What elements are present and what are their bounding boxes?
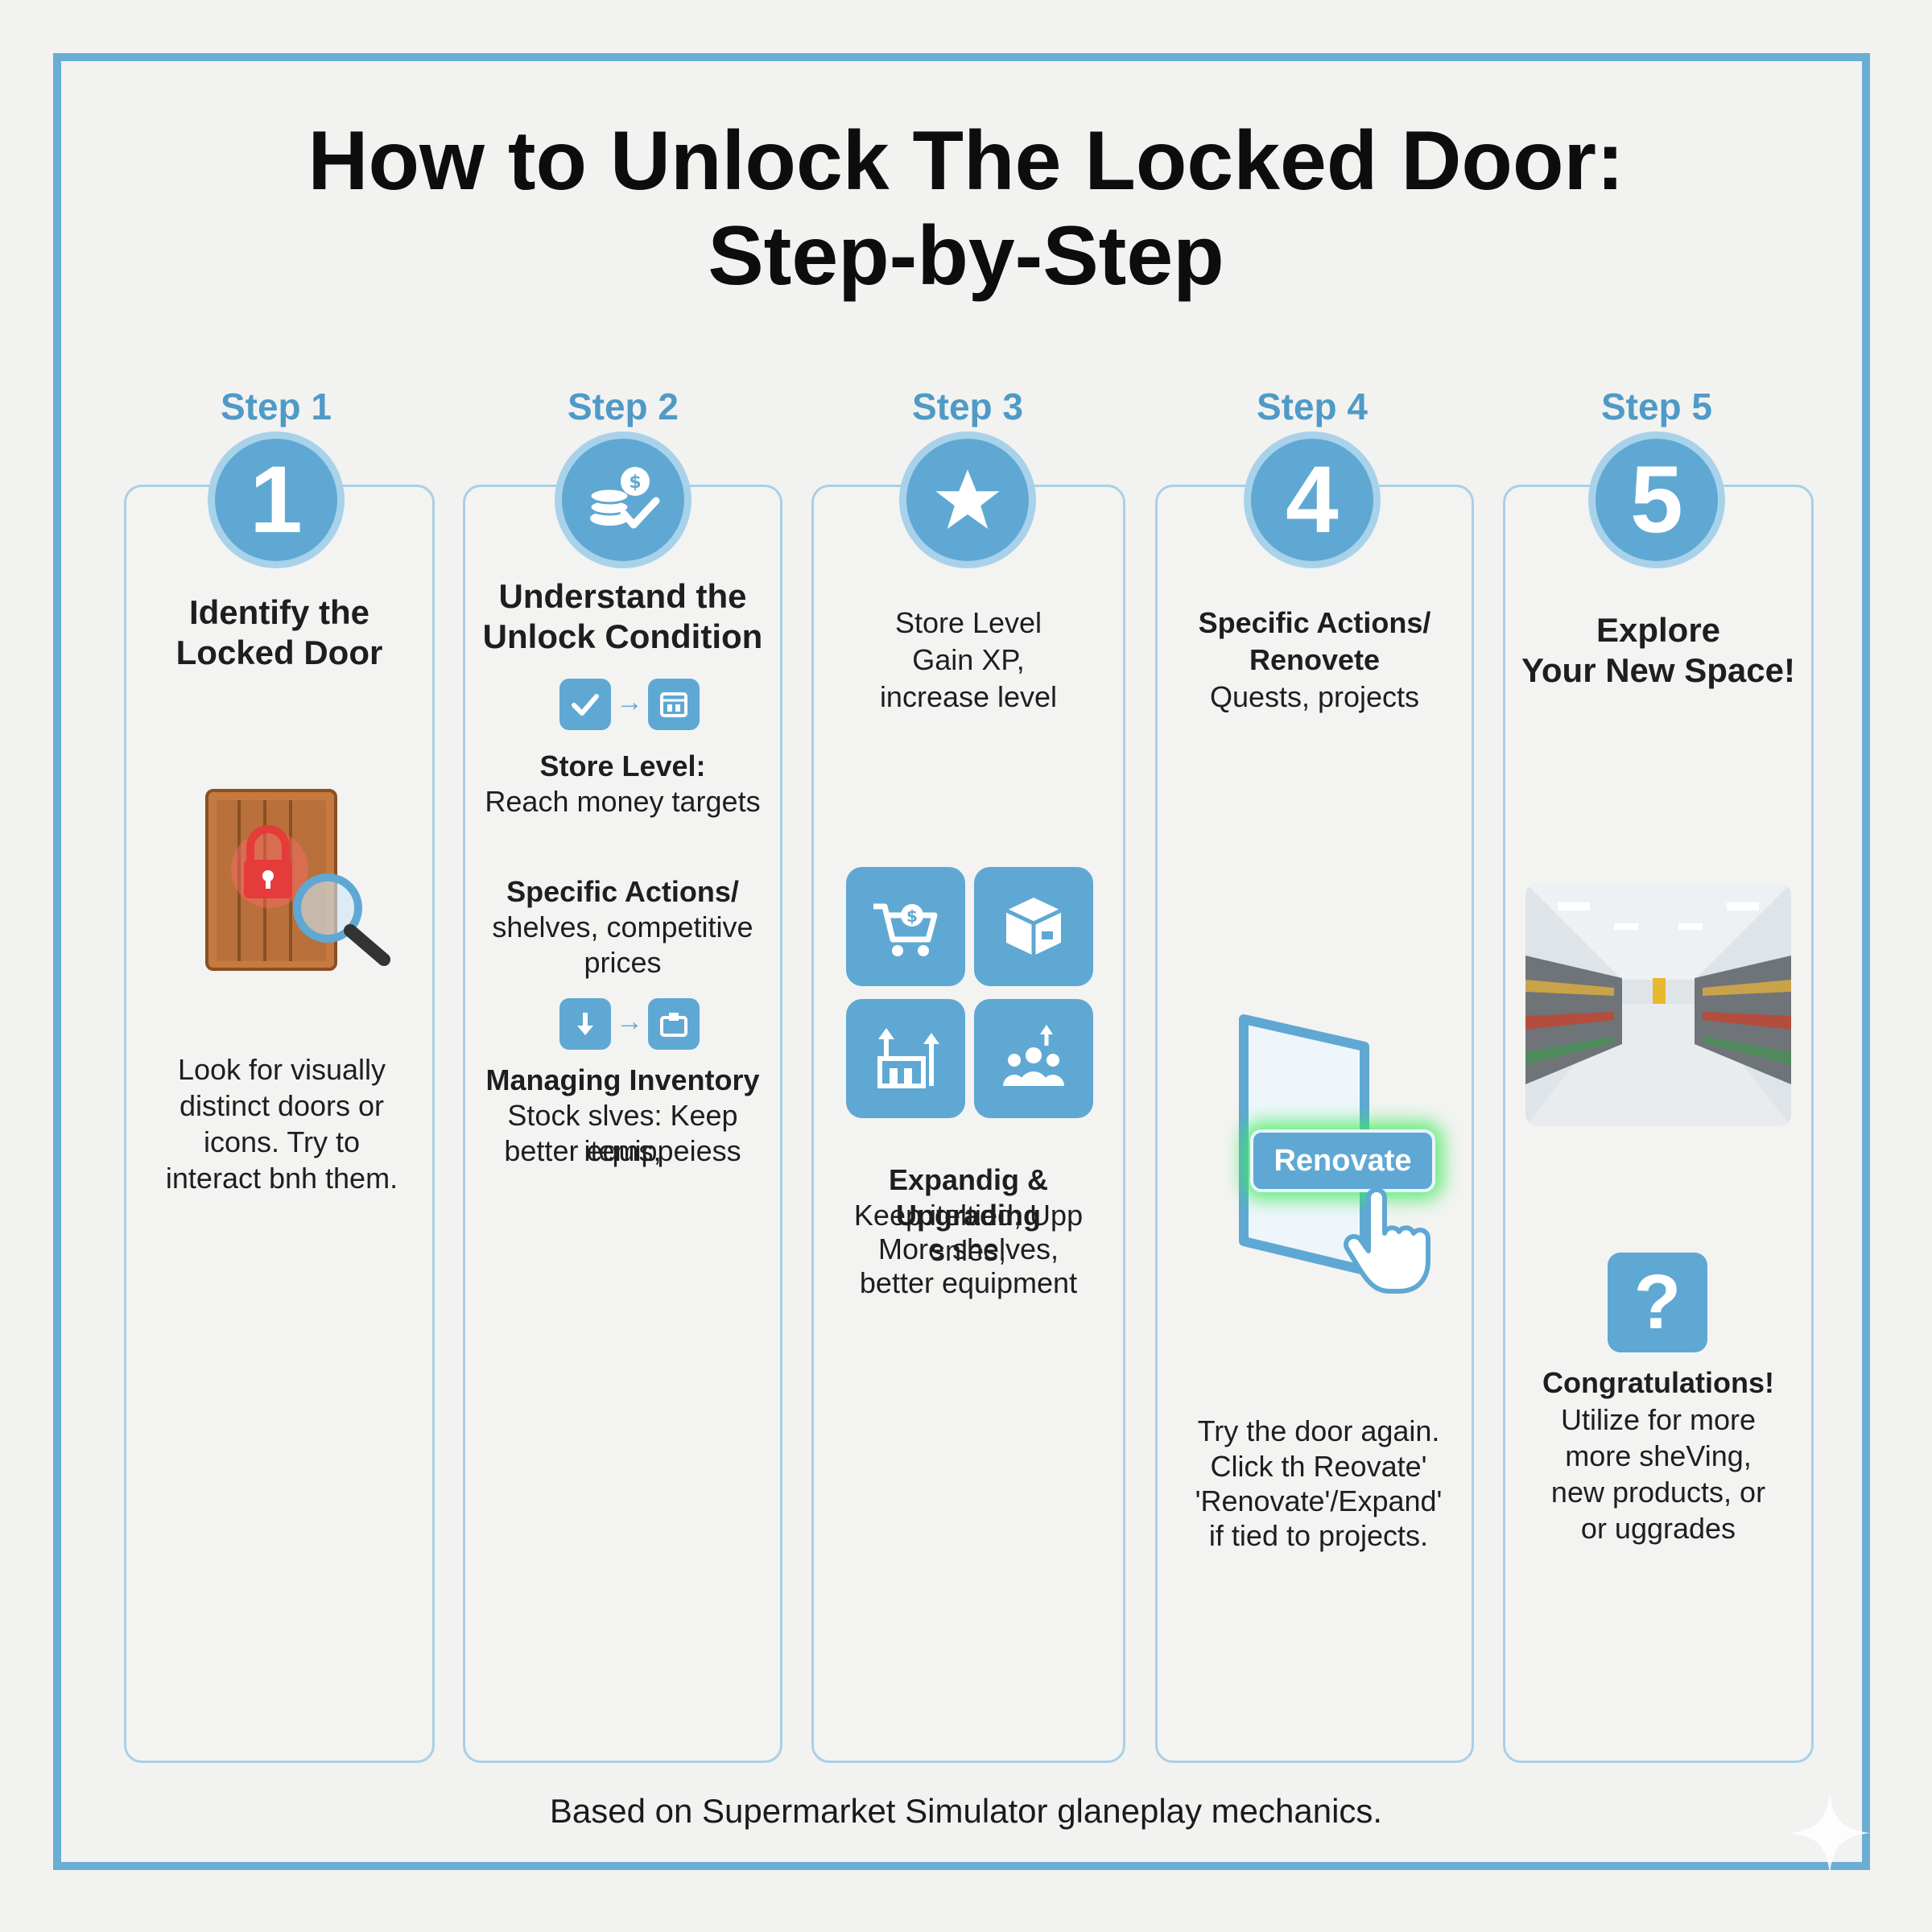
package-tile <box>974 867 1093 986</box>
renovate-button[interactable]: Renovate <box>1250 1129 1435 1192</box>
step-3-line1: Store Level <box>894 606 1042 639</box>
question-mark-icon: ? <box>1608 1253 1707 1352</box>
step-2-specific-line1: shelves, competitive <box>492 910 753 943</box>
package-box-icon <box>1005 898 1063 956</box>
step-2-label: Step 2 <box>567 386 679 427</box>
step-3-badge <box>899 431 1036 568</box>
shopping-cart-icon: $ <box>873 903 938 956</box>
step-3-expand-title: Expandig & Upgrading <box>888 1163 1049 1232</box>
magnifier-icon <box>293 873 362 943</box>
step-2-badge: $ <box>555 431 691 568</box>
page-subtitle: Step-by-Step <box>708 209 1224 303</box>
check-icon <box>559 679 611 730</box>
step-5-body-line4: or uggrades <box>1580 1512 1736 1545</box>
step-4-body-line3: 'Renovate'/Expand' <box>1195 1484 1443 1517</box>
step-2-panel <box>463 485 782 1763</box>
step-2-heading-line2: Unlock Condition <box>482 617 763 655</box>
arrow-right-icon: → <box>616 1006 643 1037</box>
step-3-panel <box>811 485 1125 1763</box>
step-1-body-line1: Look for visually <box>177 1053 386 1086</box>
step-4-heading-line1: Specific Actions/ <box>1198 606 1431 639</box>
step-2-specific-title: Specific Actions/ <box>506 875 739 908</box>
hand-cursor-icon <box>1344 1187 1430 1294</box>
coins-check-icon: $ <box>588 467 660 529</box>
step-3-expand-line1: Keep iteltied, Upp snles, <box>853 1199 1084 1267</box>
step-2-store-level-title: Store Level: <box>539 749 706 782</box>
step-1-heading-line1: Identify the <box>188 593 369 631</box>
supermarket-aisle-photo <box>1525 883 1791 1126</box>
step-5-congrats: Congratulations! <box>1542 1366 1774 1399</box>
step-1-panel <box>124 485 435 1763</box>
step-1-badge: 1 <box>208 431 345 568</box>
step-1-heading-line2: Locked Door <box>175 634 383 671</box>
padlock-shackle <box>246 825 290 861</box>
step-3-line2: Gain XP, <box>912 643 1025 676</box>
step-2-inventory-title: Managing Inventory <box>485 1063 760 1096</box>
step-4-heading-line3: Quests, projects <box>1209 680 1420 713</box>
store-growth-icon <box>877 1028 939 1088</box>
calendar-target-icon <box>648 679 700 730</box>
step-2-store-level-text: Reach money targets <box>485 785 761 818</box>
step-1-body-line4: interact bnh them. <box>165 1162 398 1195</box>
star-icon <box>935 469 1000 529</box>
step-2-specific-line2: prices <box>584 946 662 979</box>
step-2-inventory-line2: better equippeiess <box>504 1134 741 1167</box>
page-title: How to Unlock The Locked Door: <box>308 114 1624 208</box>
step-3-expand-line3: better equipment <box>859 1266 1078 1299</box>
step-5-badge: 5 <box>1588 431 1725 568</box>
shopping-cart-tile: $ <box>846 867 965 986</box>
step-5-body-line2: more sheVing, <box>1565 1439 1752 1472</box>
step-5-heading-line2: Your New Space! <box>1521 651 1795 689</box>
step-2-inventory-line1: Stock slves: Keep items, <box>507 1099 738 1167</box>
step-4-badge: 4 <box>1244 431 1381 568</box>
step-3-line3: increase level <box>879 680 1058 713</box>
step-4-heading-line2: Renovete <box>1249 643 1381 676</box>
step-5-heading-line1: Explore <box>1596 611 1721 649</box>
step-4-label: Step 4 <box>1256 386 1368 427</box>
step-2-heading-line1: Understand the <box>498 577 747 615</box>
step-1-label: Step 1 <box>220 386 332 427</box>
locked-door-illustration <box>205 789 390 971</box>
inventory-box-icon <box>648 998 700 1050</box>
step-4-body-line4: if tied to projects. <box>1208 1519 1429 1552</box>
footer-note: Based on Supermarket Simulator glaneplay… <box>549 1792 1383 1830</box>
step-3-label: Step 3 <box>911 386 1024 427</box>
team-users-icon <box>1003 1025 1064 1086</box>
step-4-body-line1: Try the door again. <box>1197 1414 1440 1447</box>
sparkle-icon <box>1790 1793 1870 1873</box>
svg-text:$: $ <box>906 906 918 926</box>
team-tile <box>974 999 1093 1118</box>
step-1-body-line3: icons. Try to <box>203 1125 361 1158</box>
step-5-body-line3: new products, or <box>1550 1476 1766 1509</box>
step-5-body-line1: Utilize for more <box>1560 1403 1757 1436</box>
step-3-expand-line2: More shelves, <box>877 1232 1059 1265</box>
down-arrow-icon <box>559 998 611 1050</box>
arrow-right-icon: → <box>616 687 643 717</box>
svg-text:$: $ <box>629 473 641 493</box>
step-5-label: Step 5 <box>1600 386 1713 427</box>
store-growth-tile <box>846 999 965 1118</box>
infographic-frame <box>53 53 1870 1870</box>
step-1-body-line2: distinct doors or <box>179 1089 385 1122</box>
step-4-body-line2: Click th Reovate' <box>1210 1450 1427 1483</box>
